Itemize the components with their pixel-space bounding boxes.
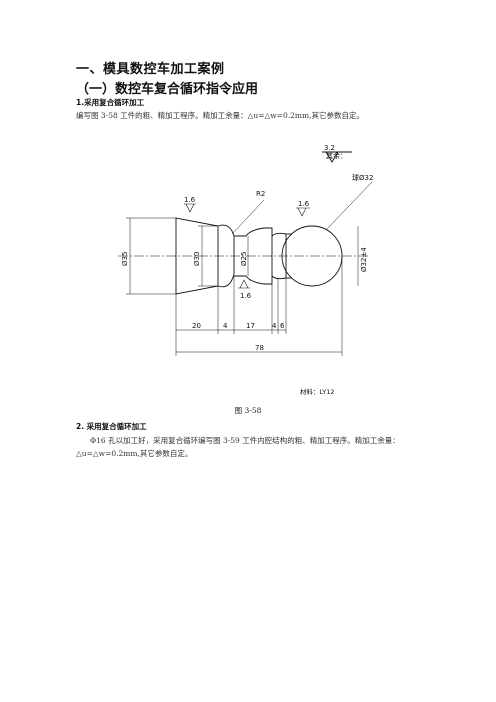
- roughness-label: 其余：: [326, 151, 347, 160]
- roughness-ball-icon: [296, 207, 310, 217]
- dim-w4b: 4: [272, 322, 277, 330]
- roughness-symbol-icon: [322, 151, 352, 163]
- dim-w6: 6: [280, 322, 285, 330]
- roughness-neck-icon: [238, 279, 250, 289]
- ra-neck: 1.6: [240, 292, 252, 300]
- dim-total: 78: [255, 344, 264, 352]
- dim-w20: 20: [192, 322, 201, 330]
- dim-w17: 17: [246, 322, 255, 330]
- material-note: 材料：LY12: [300, 387, 335, 396]
- dim-d25: Ø25: [240, 252, 248, 266]
- left-neck: [217, 224, 235, 288]
- dim-d30: Ø30: [193, 252, 201, 266]
- section-2-body: Φ16 孔以加工好，采用复合循环编写图 3-59 工件内腔结构的粗、精加工程序。…: [76, 436, 400, 458]
- roughness-value: 3.2: [324, 144, 335, 152]
- roughness-left-icon: [184, 203, 196, 213]
- dim-w4a: 4: [223, 322, 228, 330]
- figure-caption: 图 3-58: [234, 406, 262, 415]
- document-subtitle: （一）数控车复合循环指令应用: [76, 82, 259, 97]
- dim-d35: Ø35: [121, 252, 129, 266]
- document-title: 一、模具数控车加工案例: [76, 62, 225, 77]
- dim-d32: Ø32±4: [360, 247, 368, 272]
- ra-ball: 1.6: [298, 200, 310, 208]
- part-drawing-3-58: 其余： 3.2: [118, 144, 373, 396]
- section-1-heading: 1.采用复合循环加工: [76, 98, 145, 107]
- section-2-heading: 2. 采用复合循环加工: [76, 422, 147, 431]
- section-1-body: 编写图 3-58 工件的粗、精加工程序。精加工余量：△u=△w=0.2mm,其它…: [76, 111, 365, 120]
- dim-r-main: R2: [256, 190, 265, 198]
- middle-shaft: [234, 227, 273, 285]
- right-groove: [271, 232, 287, 280]
- ra-left: 1.6: [184, 196, 196, 204]
- dim-r-ball: 球Ø32: [352, 173, 373, 182]
